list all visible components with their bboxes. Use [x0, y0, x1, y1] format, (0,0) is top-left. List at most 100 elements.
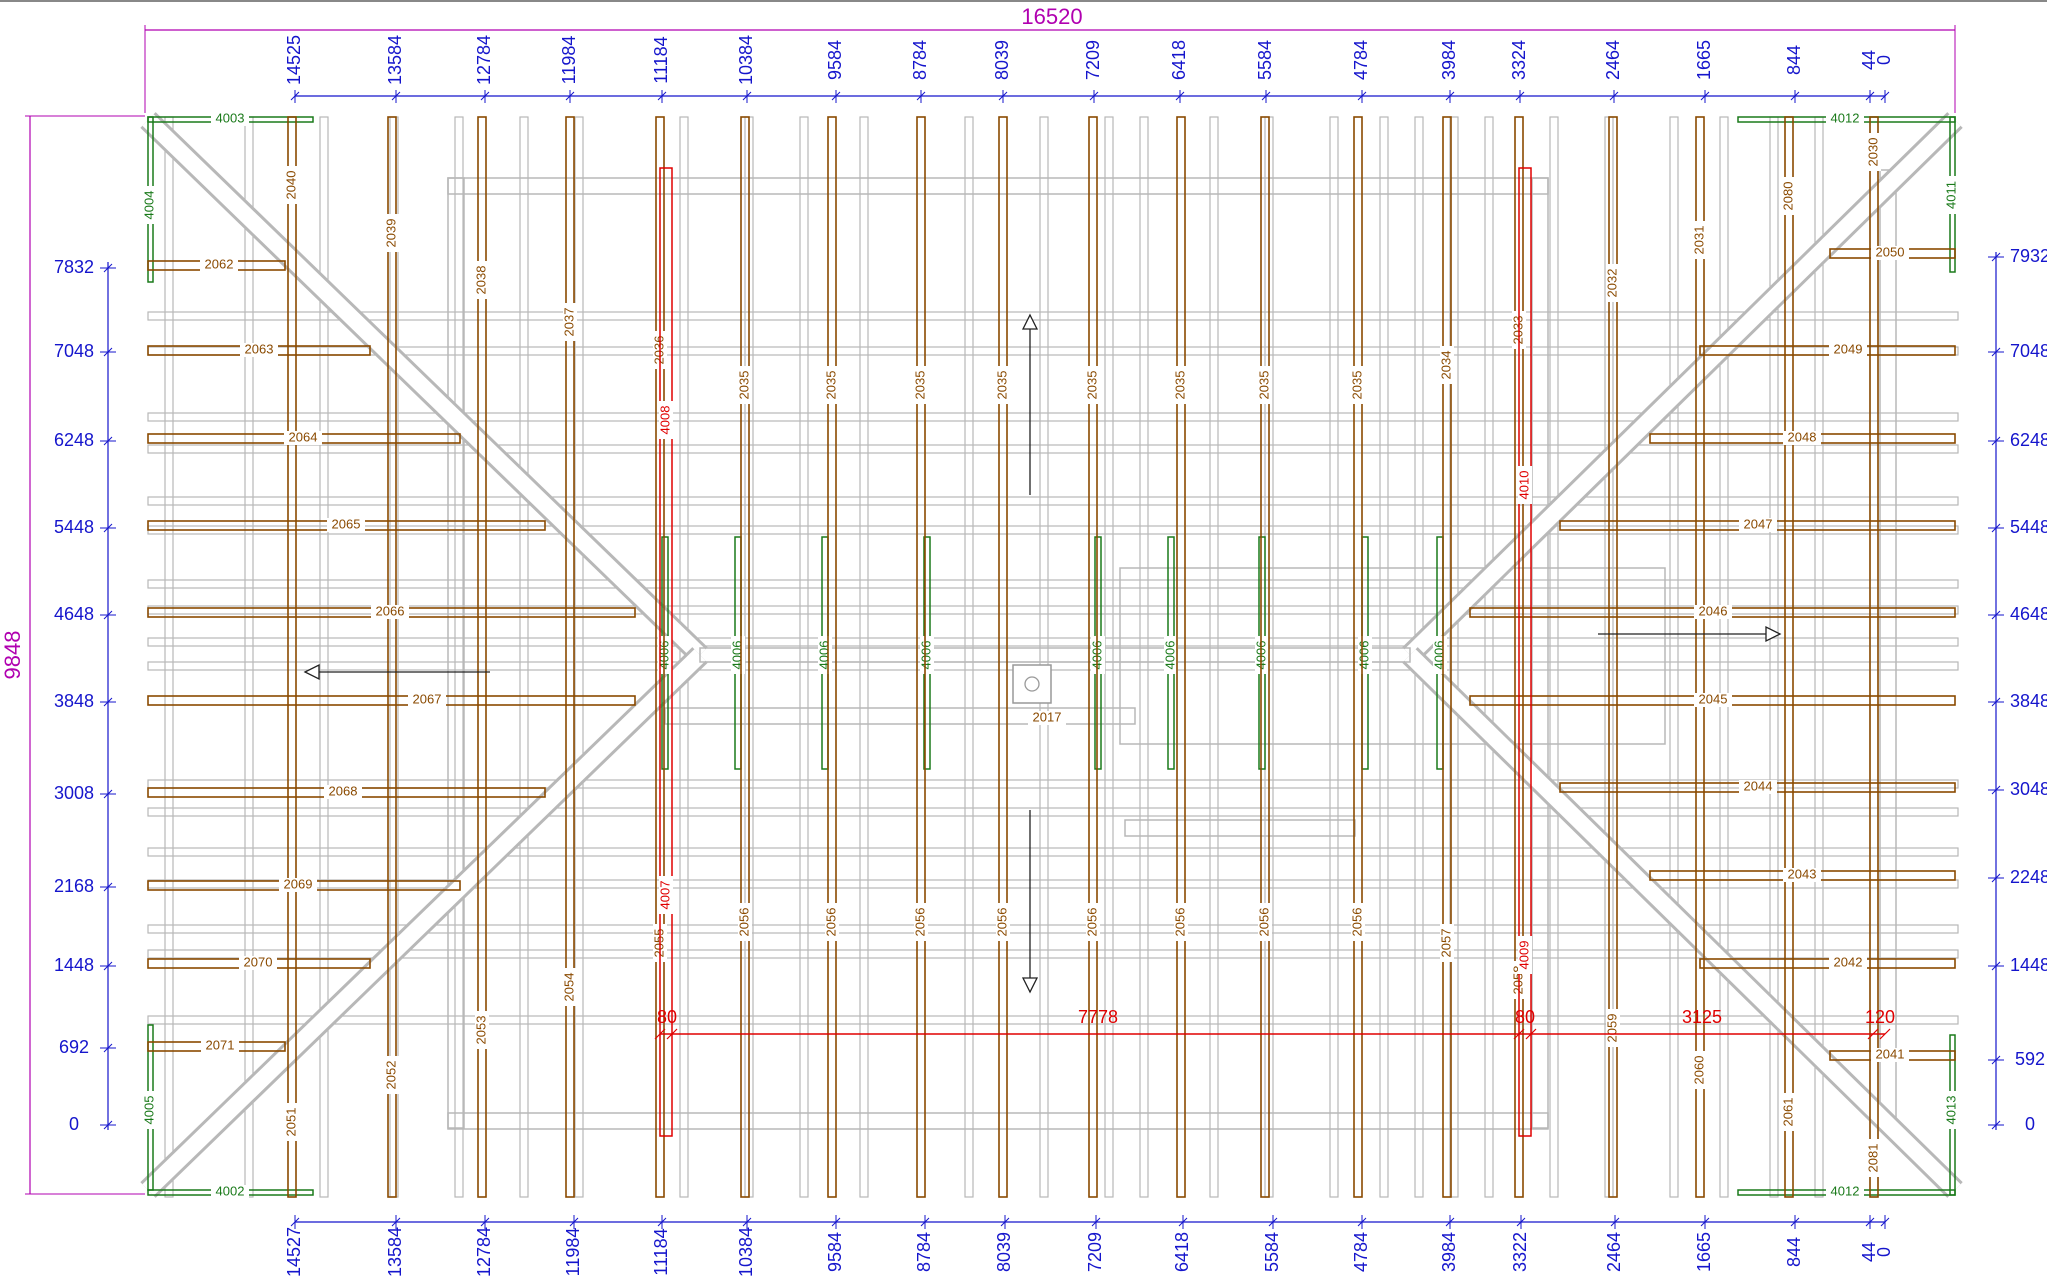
- jack-left-label-1-bg: [240, 343, 278, 357]
- right-tick-slash-4: [1991, 610, 2001, 620]
- rafter-3: [565, 116, 575, 1198]
- bottom-tick-label-0: 14527: [284, 1227, 304, 1277]
- red-label-2-bg: [1518, 466, 1532, 504]
- rafter-label-top-7-bg: [914, 366, 928, 404]
- green-block-label-5: 4006: [1162, 641, 1177, 670]
- right-tick-slash-7: [1991, 873, 2001, 883]
- grey-beam-9: [147, 661, 1959, 671]
- left-tick-label-9: 692: [59, 1037, 89, 1057]
- green-label-2: 4005: [141, 1096, 156, 1125]
- rafter-label-bottom-1-bg: [385, 1056, 399, 1094]
- top-tick-slash-19: [1880, 91, 1890, 101]
- bottom-tick-slash-15: [1610, 1217, 1620, 1227]
- grey-post-1: [244, 116, 254, 1198]
- rafter-label-bottom-16: 2060: [1691, 1056, 1706, 1085]
- rafter-label-bottom-6-bg: [825, 903, 839, 941]
- green-block-label-6-bg: [1255, 636, 1269, 674]
- left-tick-slash-9: [103, 1043, 113, 1053]
- jack-left-label-7-bg: [279, 878, 317, 892]
- top-tick-label-19: 0: [1874, 55, 1894, 65]
- red-label-3-bg: [1518, 936, 1532, 974]
- jack-left-label-8-bg: [239, 956, 277, 970]
- rafter-6: [827, 116, 837, 1198]
- green-block-label-0-bg: [658, 636, 672, 674]
- center-label-bg: [1028, 711, 1066, 725]
- grey-post-24: [1669, 116, 1679, 1198]
- red-label-1: 4007: [657, 881, 672, 910]
- opening-right: [1119, 567, 1666, 745]
- rafter-12: [1353, 116, 1363, 1198]
- red-dimension-label-0: 80: [657, 1007, 677, 1027]
- right-tick-label-8: 1448: [2010, 955, 2047, 975]
- green-label-4-bg: [1826, 112, 1864, 126]
- slope-arrow-left-head: [303, 663, 320, 681]
- left-tick-label-4: 4648: [54, 604, 94, 624]
- grey-post-25: [1719, 116, 1729, 1198]
- green-block-label-4-bg: [1091, 636, 1105, 674]
- left-tick-label-2: 6248: [54, 430, 94, 450]
- bottom-tick-slash-4: [657, 1217, 667, 1227]
- top-tick-label-3: 11984: [559, 36, 579, 85]
- red-member-left: [659, 167, 673, 1137]
- red-dimension-label-2: 80: [1515, 1007, 1535, 1027]
- rafter-13: [1442, 116, 1452, 1198]
- red-label-0-bg: [659, 401, 673, 439]
- jack-left-label-4: 2066: [376, 603, 405, 618]
- rafter-17: [1784, 116, 1794, 1198]
- top-tick-label-11: 5584: [1255, 40, 1275, 80]
- bottom-tick-slash-16: [1700, 1217, 1710, 1227]
- rafter-0: [287, 116, 297, 1198]
- green-label-3-bg: [211, 1185, 249, 1199]
- left-tick-slash-5: [103, 697, 113, 707]
- jack-right-label-6-bg: [1739, 780, 1777, 794]
- jack-right-1: [1699, 345, 1956, 356]
- top-tick-label-12: 4784: [1351, 40, 1371, 80]
- rafter-label-top-17: 2080: [1780, 182, 1795, 211]
- top-tick-slash-4: [657, 91, 667, 101]
- trimmer-lower: [1124, 819, 1356, 837]
- grey-post-4: [454, 116, 464, 1198]
- left-tick-label-7: 2168: [54, 876, 94, 896]
- red-label-0: 4008: [657, 406, 672, 435]
- bottom-tick-label-14: 3322: [1510, 1232, 1530, 1272]
- jack-right-label-9-bg: [1871, 1048, 1909, 1062]
- rafter-label-top-0-bg: [285, 166, 299, 204]
- top-tick-label-7: 8784: [910, 40, 930, 80]
- jack-right-label-3: 2047: [1744, 516, 1773, 531]
- structure-layer: [140, 112, 1963, 1198]
- grey-post-22: [1549, 116, 1559, 1198]
- jack-left-label-9-bg: [201, 1039, 239, 1053]
- rafter-label-top-3: 2037: [561, 308, 576, 337]
- jack-right-label-9: 2041: [1876, 1046, 1905, 1061]
- rafter-label-top-10-bg: [1174, 366, 1188, 404]
- top-tick-slash-12: [1357, 91, 1367, 101]
- rafter-label-bottom-8-bg: [996, 903, 1010, 941]
- rafter-label-bottom-13-bg: [1440, 924, 1454, 962]
- rafter-label-top-5: 2035: [736, 371, 751, 400]
- top-tick-slash-8: [998, 91, 1008, 101]
- red-dimension-label-4: 120: [1865, 1007, 1895, 1027]
- hip-bl-inner: [142, 649, 706, 1196]
- grey-beam-4: [147, 496, 1959, 506]
- bottom-tick-slash-12: [1357, 1217, 1367, 1227]
- rafter-label-bottom-13: 2057: [1438, 929, 1453, 958]
- bottom-tick-slash-5: [742, 1217, 752, 1227]
- top-tick-slash-2: [480, 91, 490, 101]
- center-label: 2017: [1033, 709, 1062, 724]
- bottom-tick-label-18: 44: [1859, 1242, 1879, 1262]
- rafter-label-bottom-2-bg: [475, 1011, 489, 1049]
- bottom-tick-label-6: 9584: [825, 1232, 845, 1272]
- rafter-label-top-1: 2039: [383, 219, 398, 248]
- green-block-label-3: 4006: [918, 641, 933, 670]
- jack-right-label-5-bg: [1694, 693, 1732, 707]
- top-tick-slash-3: [565, 91, 575, 101]
- jack-right-label-3-bg: [1739, 518, 1777, 532]
- center-circle: [1024, 676, 1040, 692]
- top-tick-label-13: 3984: [1439, 40, 1459, 80]
- jack-left-label-0-bg: [200, 258, 238, 272]
- left-tick-label-6: 3008: [54, 783, 94, 803]
- top-tick-slash-5: [742, 91, 752, 101]
- rafter-label-top-16-bg: [1693, 221, 1707, 259]
- top-tick-slash-14: [1515, 91, 1525, 101]
- top-tick-slash-9: [1089, 91, 1099, 101]
